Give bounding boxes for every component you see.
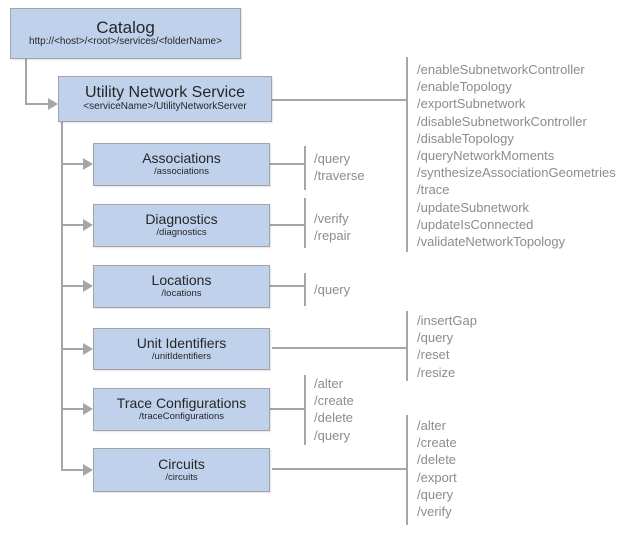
operation-label: /reset [417,347,450,363]
arrowhead-icon [83,343,93,355]
node-subtitle: http://<host>/<root>/services/<folderNam… [29,36,222,48]
node-title: Diagnostics [145,211,218,228]
operation-label: /repair [314,228,351,244]
operation-label: /delete [314,410,354,426]
arrowhead-icon [83,219,93,231]
operation-label: /alter [314,376,343,391]
connector-line [270,408,305,410]
node-subtitle: /unitIdentifiers [151,350,212,362]
operation-label: /enableSubnetworkController [417,62,585,77]
operations-bar [406,311,408,381]
node-subtitle: /circuits [165,471,198,483]
operation-label: /query [314,282,351,297]
circuits-operations-list: /alter/create/delete/export/query/verify [417,417,457,520]
connector-line [270,163,305,165]
operations-bar [304,273,306,306]
node-locations: Locations /locations [93,265,270,308]
locations-operations-list: /query [314,281,350,298]
node-title: Utility Network Service [84,83,246,101]
connector-line [25,103,50,105]
operation-label: /insertGap [417,313,477,328]
operations-bar [406,415,408,525]
diagnostics-operations-list: /verify/repair [314,210,351,244]
arrowhead-icon [83,464,93,476]
operation-label: /updateSubnetwork [417,199,530,215]
node-utility-network-service: Utility Network Service <serviceName>/Ut… [58,76,272,122]
connector-line [61,224,85,226]
operation-label: /trace [417,182,450,198]
connector-line [25,59,27,105]
trace-configurations-operations-list: /alter/create/delete/query [314,375,354,444]
arrowhead-icon [48,98,58,110]
operation-label: /verify [314,211,349,226]
operation-label: /disableSubnetworkController [417,113,587,129]
operation-label: /synthesizeAssociationGeometries [417,165,616,181]
operation-label: /create [417,435,457,451]
node-circuits: Circuits /circuits [93,448,270,492]
node-unit-identifiers: Unit Identifiers /unitIdentifiers [93,328,270,370]
operation-label: /query [314,427,351,443]
node-subtitle: /associations [154,166,209,178]
connector-line [61,348,85,350]
operation-label: /queryNetworkMoments [417,148,555,164]
connector-line [272,468,407,470]
operations-bar [304,198,306,248]
connector-line [61,408,85,410]
operation-label: /traverse [314,168,365,184]
associations-operations-list: /query/traverse [314,150,365,184]
operations-bar [304,146,306,190]
operation-label: /disableTopology [417,130,514,146]
operations-bar [304,375,306,445]
unit-identifiers-operations-list: /insertGap/query/reset/resize [417,312,477,381]
node-subtitle: <serviceName>/UtilityNetworkServer [83,101,247,113]
operation-label: /query [417,330,454,346]
operation-label: /delete [417,452,457,468]
node-title: Circuits [158,455,205,472]
node-title: Catalog [96,17,155,37]
connector-line [270,224,305,226]
connector-line [272,99,407,101]
node-subtitle: /locations [161,288,202,300]
connector-line [270,285,305,287]
node-title: Unit Identifiers [136,334,227,351]
operation-label: /export [417,469,457,485]
connector-line [61,285,85,287]
node-catalog: Catalog http://<host>/<root>/services/<f… [10,8,241,59]
node-title: Trace Configurations [116,395,247,412]
operation-label: /resize [417,364,456,380]
connector-line [272,347,407,349]
operation-label: /query [314,151,351,166]
operation-label: /enableTopology [417,79,512,95]
operation-label: /alter [417,418,446,433]
operation-label: /updateIsConnected [417,216,534,232]
operation-label: /exportSubnetwork [417,96,526,112]
arrowhead-icon [83,403,93,415]
operation-label: /create [314,393,354,409]
connector-line [61,469,85,471]
operation-label: /query [417,486,454,502]
operations-bar [406,57,408,252]
node-diagnostics: Diagnostics /diagnostics [93,204,270,247]
node-trace-configurations: Trace Configurations /traceConfiguration… [93,388,270,431]
node-subtitle: /diagnostics [156,227,207,239]
connector-line [61,122,63,471]
node-title: Associations [142,150,221,167]
operation-label: /verify [417,504,452,520]
node-subtitle: /traceConfigurations [138,411,225,423]
connector-line [61,163,85,165]
arrowhead-icon [83,158,93,170]
operation-label: /validateNetworkTopology [417,234,566,250]
arrowhead-icon [83,280,93,292]
node-associations: Associations /associations [93,143,270,186]
service-operations-list: /enableSubnetworkController/enableTopolo… [417,61,616,250]
node-title: Locations [151,272,212,289]
